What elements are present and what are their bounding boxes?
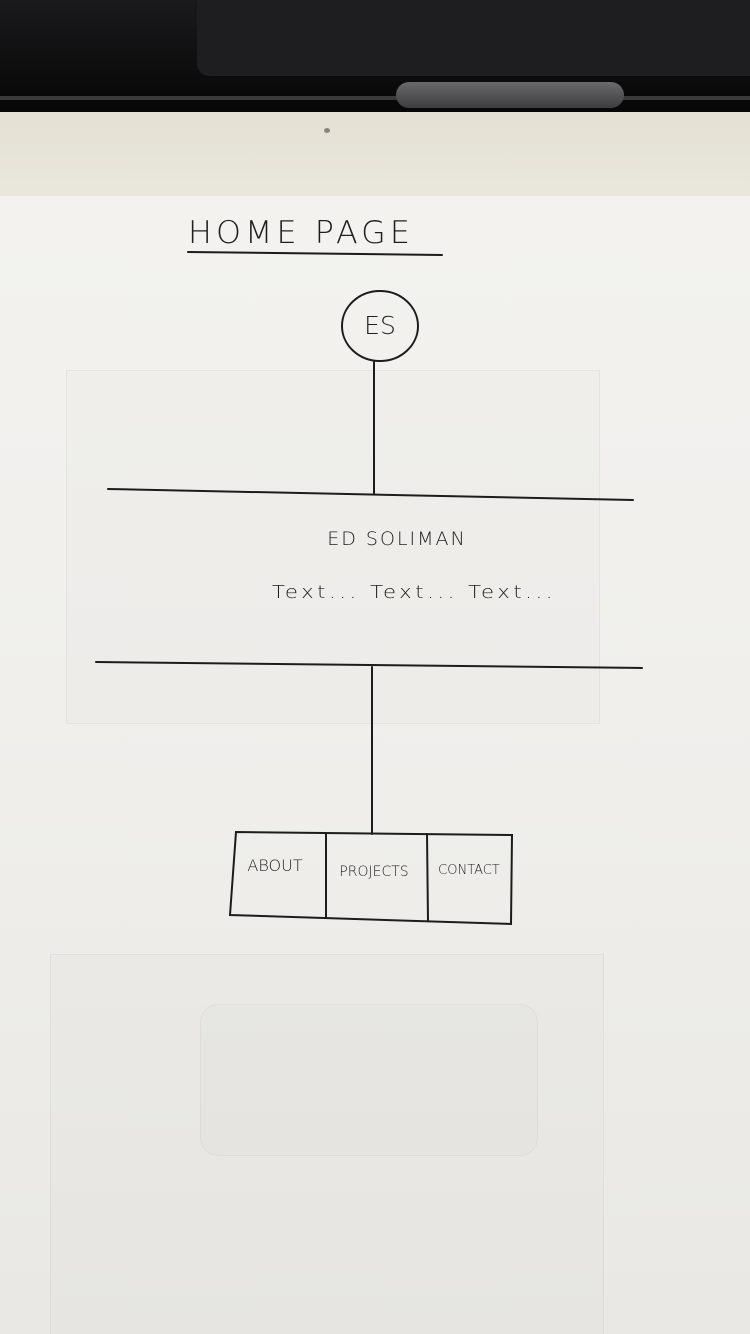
header-divider <box>107 488 634 501</box>
nav-about-label: ABOUT <box>247 856 302 875</box>
ghost-sketch-top <box>66 370 600 724</box>
nav-separator-2 <box>426 833 429 922</box>
tablet-frame <box>0 0 750 120</box>
title-underline <box>187 251 443 256</box>
page-title: HOME PAGE <box>188 215 414 251</box>
nav-item-projects[interactable] <box>327 834 426 919</box>
section-divider <box>95 661 643 669</box>
body-text: Text... Text... Text... <box>272 582 556 603</box>
tablet-rim <box>0 96 750 100</box>
drawing-board <box>0 112 750 212</box>
author-name: ED SOLIMAN <box>327 528 466 550</box>
tablet-clip <box>396 82 624 108</box>
nav-box <box>228 830 514 926</box>
nav-projects-label: PROJECTS <box>339 864 408 880</box>
logo-initials: ES <box>364 311 396 340</box>
nav-item-contact[interactable] <box>429 835 510 922</box>
nav-item-about[interactable] <box>232 834 325 916</box>
logo-circle <box>341 290 419 362</box>
board-mark <box>324 128 330 133</box>
tablet-screen-edge <box>197 0 750 76</box>
ghost-sketch-box <box>200 1004 538 1156</box>
ghost-sketch-bottom <box>50 954 604 1334</box>
nav-contact-label: CONTACT <box>438 863 500 878</box>
